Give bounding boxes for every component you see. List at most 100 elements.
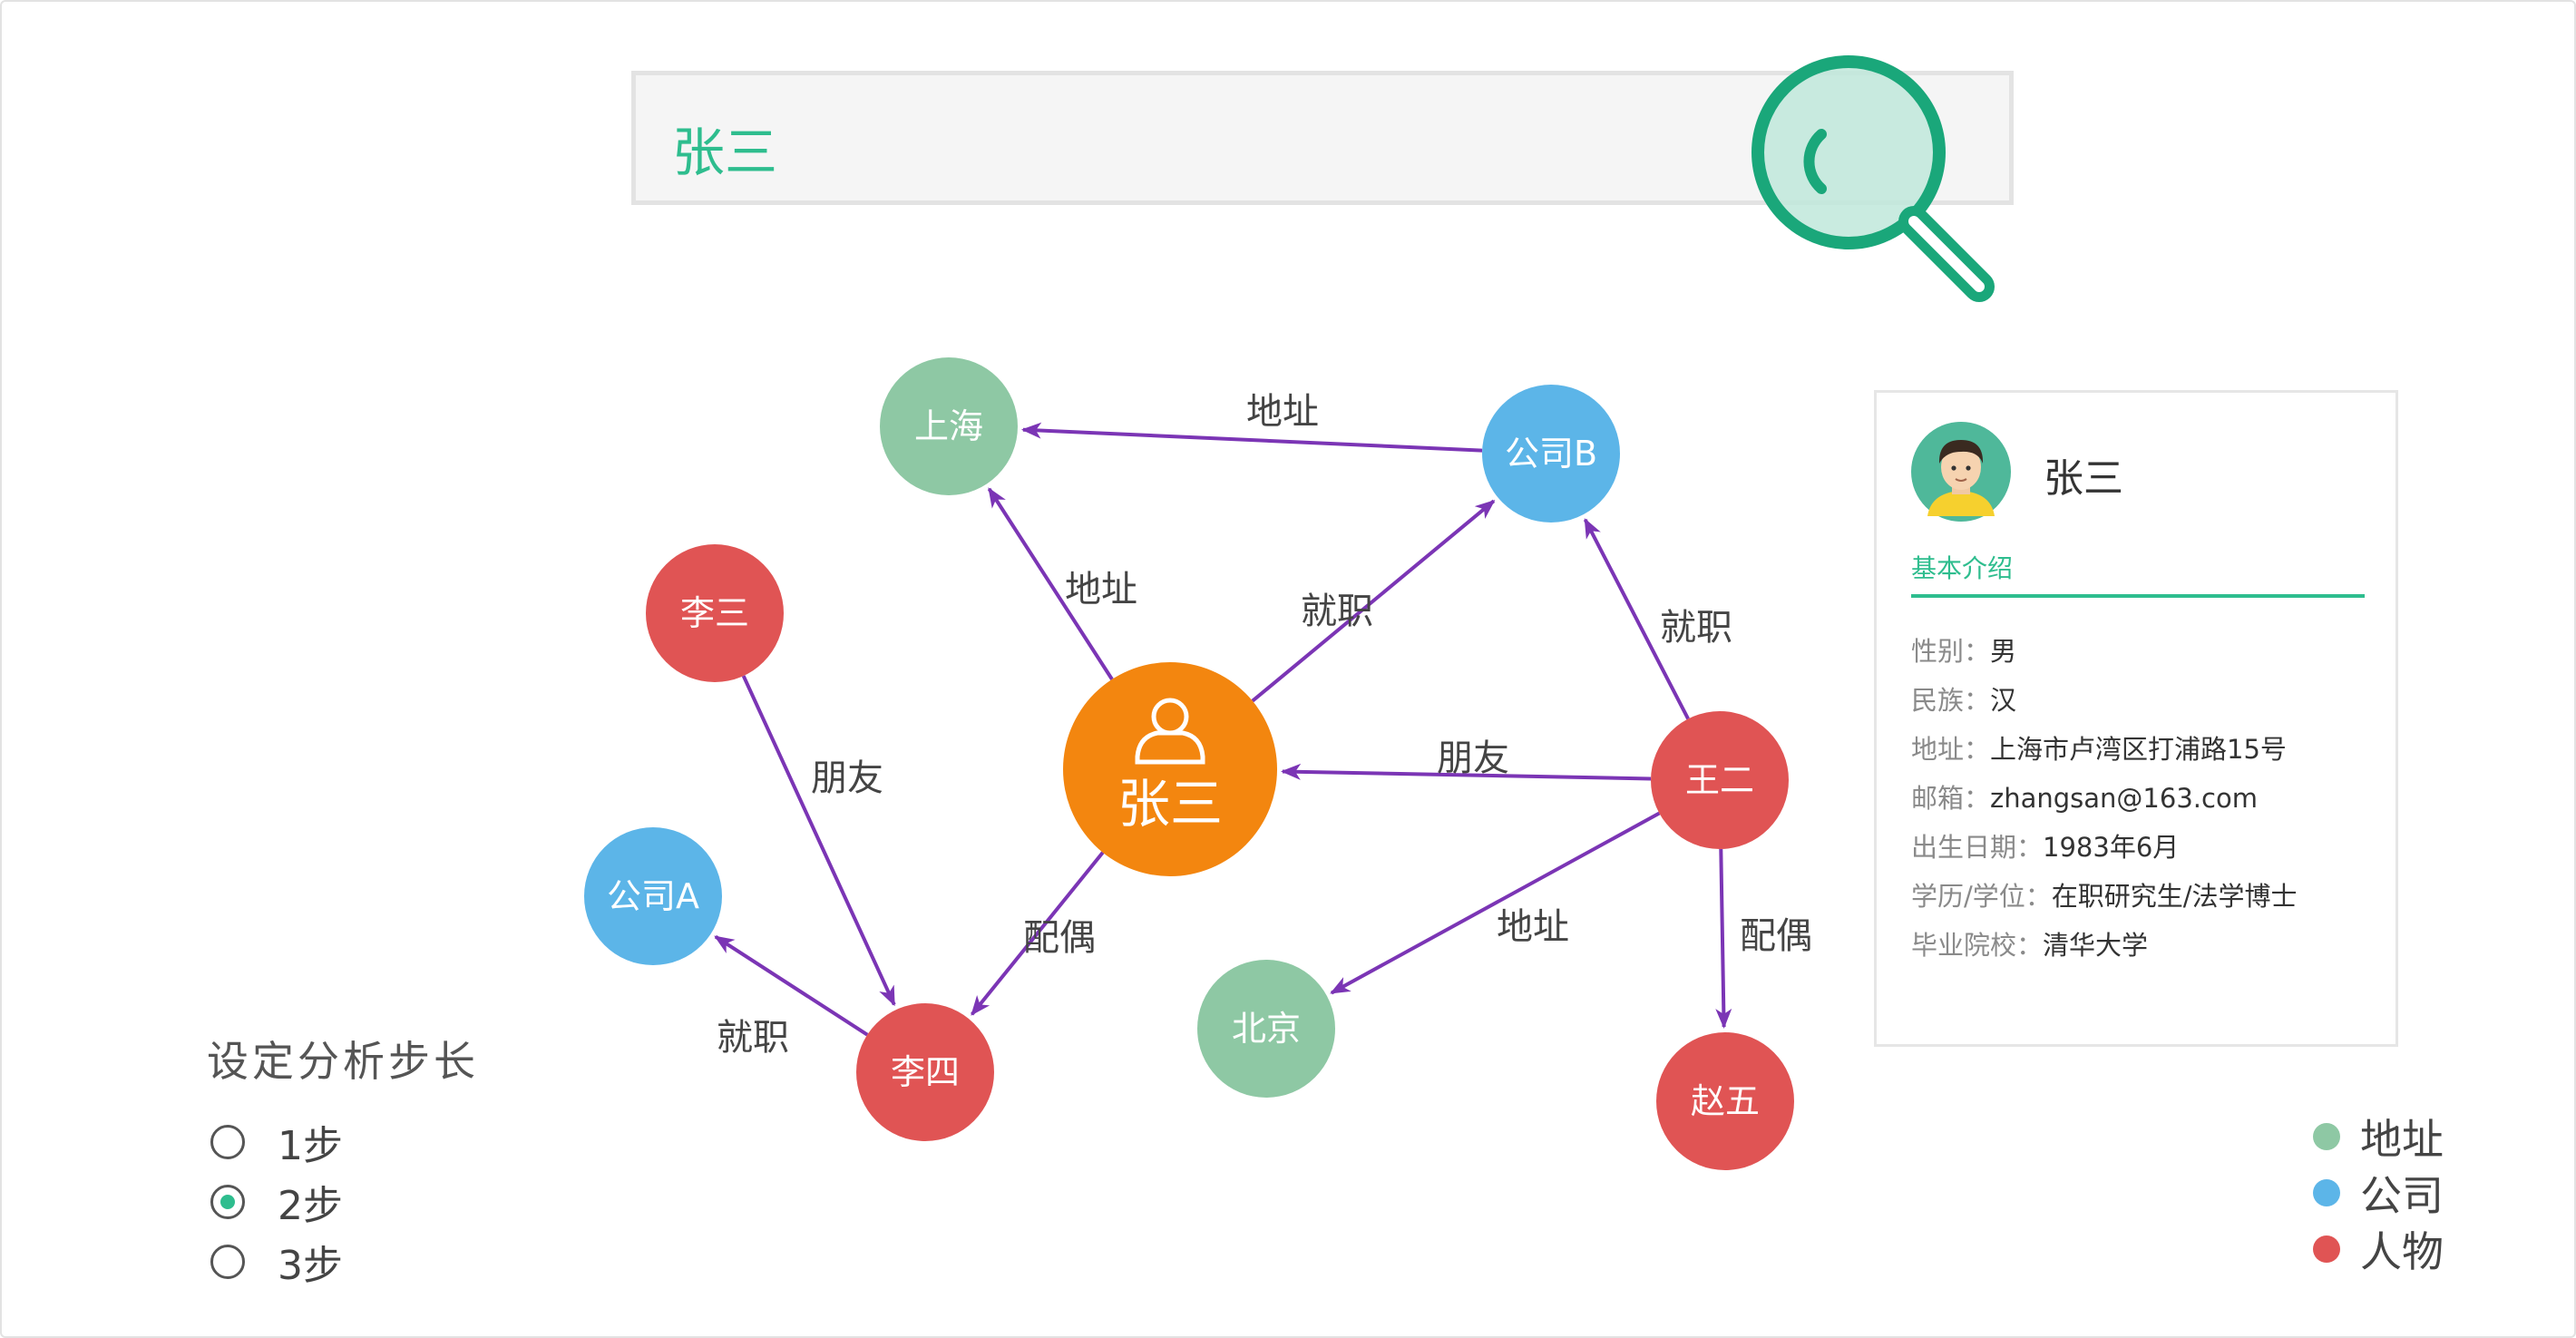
node-label: 上海 <box>914 406 983 446</box>
info-label: 邮箱： <box>1911 783 1991 814</box>
edge-zhangsan-shanghai <box>987 487 1114 680</box>
node-label: 王二 <box>1685 760 1754 800</box>
edge-label: 配偶 <box>1740 915 1812 957</box>
avatar <box>1911 422 2011 522</box>
edge-label: 朋友 <box>1437 737 1509 779</box>
edge-label: 地址 <box>1065 569 1137 610</box>
node-label: 张三 <box>1117 773 1223 835</box>
legend-label: 地址 <box>2360 1115 2444 1164</box>
profile-name: 张三 <box>2044 455 2123 502</box>
edge-label: 就职 <box>717 1017 789 1059</box>
profile-info-list: 性别：男 民族：汉 地址：上海市卢湾区打浦路15号 邮箱：zhangsan@16… <box>1911 630 2298 973</box>
step-label: 1步 <box>278 1123 343 1169</box>
node-circle[interactable] <box>584 827 722 965</box>
node-shanghai[interactable]: 上海 <box>880 357 1018 495</box>
info-label: 毕业院校： <box>1911 930 2044 961</box>
legend-dot <box>2313 1123 2340 1150</box>
edge-zhangsan-lisi <box>970 851 1105 1016</box>
profile-card: 张三 基本介绍 性别：男 民族：汉 地址：上海市卢湾区打浦路15号 邮箱：zha… <box>1874 390 2398 1047</box>
node-circle[interactable] <box>1197 960 1335 1098</box>
node-circle[interactable] <box>856 1003 994 1141</box>
node-gongsiA[interactable]: 公司A <box>584 827 722 965</box>
info-row-school: 毕业院校：清华大学 <box>1911 924 2298 973</box>
info-value: 上海市卢湾区打浦路15号 <box>1990 734 2287 765</box>
node-label: 李三 <box>680 593 749 633</box>
node-circle[interactable] <box>1482 385 1620 523</box>
edge-zhangsan-gongsiB <box>1251 499 1496 703</box>
info-value: zhangsan@163.com <box>1990 783 2258 814</box>
info-value: 在职研究生/法学博士 <box>2051 881 2298 912</box>
node-wanger[interactable]: 王二 <box>1651 711 1789 849</box>
edge-wanger-beijing <box>1330 811 1661 995</box>
edge-label: 配偶 <box>1023 917 1096 959</box>
info-label: 民族： <box>1911 685 1991 716</box>
info-row-gender: 性别：男 <box>1911 630 2298 679</box>
node-lisan[interactable]: 李三 <box>646 544 784 682</box>
step-option-1[interactable]: 1步 <box>207 1112 479 1172</box>
profile-section-title: 基本介绍 <box>1911 553 2014 583</box>
node-zhaowu[interactable]: 赵五 <box>1656 1032 1794 1170</box>
edge-label: 就职 <box>1301 591 1373 632</box>
legend-item-person: 人物 <box>2313 1221 2444 1277</box>
legend-item-address: 地址 <box>2313 1108 2444 1165</box>
node-lisi[interactable]: 李四 <box>856 1003 994 1141</box>
step-label: 2步 <box>278 1183 343 1229</box>
info-row-education: 学历/学位：在职研究生/法学博士 <box>1911 875 2298 924</box>
info-value: 1983年6月 <box>2043 832 2180 863</box>
info-row-birthdate: 出生日期：1983年6月 <box>1911 826 2298 875</box>
step-option-2[interactable]: 2步 <box>207 1172 479 1232</box>
node-zhangsan[interactable]: 张三 <box>1063 662 1277 876</box>
legend-dot <box>2313 1179 2340 1206</box>
node-circle[interactable] <box>880 357 1018 495</box>
legend: 地址 公司 人物 <box>2313 1108 2444 1277</box>
node-label: 赵五 <box>1691 1081 1760 1121</box>
edge-label: 地址 <box>1246 391 1319 433</box>
info-label: 出生日期： <box>1911 832 2044 863</box>
edge-lisi-gongsiA <box>714 934 869 1037</box>
edge-gongsiB-shanghai <box>1020 422 1483 453</box>
edge-label: 地址 <box>1497 906 1569 948</box>
analysis-step-selector: 设定分析步长 1步 2步 3步 <box>207 1029 479 1292</box>
info-value: 男 <box>1990 636 2017 667</box>
divider <box>1911 594 2365 598</box>
person-icon <box>1135 698 1205 765</box>
node-label: 李四 <box>891 1052 960 1092</box>
node-beijing[interactable]: 北京 <box>1197 960 1335 1098</box>
info-value: 清华大学 <box>2043 930 2149 961</box>
edge-wanger-zhaowu <box>1715 848 1732 1030</box>
edge-lisan-lisi <box>741 675 896 1007</box>
legend-label: 公司 <box>2360 1171 2444 1220</box>
edge-label: 就职 <box>1660 607 1732 649</box>
edge-wanger-gongsiB <box>1583 518 1690 720</box>
info-row-email: 邮箱：zhangsan@163.com <box>1911 777 2298 826</box>
node-label: 北京 <box>1232 1009 1301 1049</box>
node-circle[interactable] <box>1656 1032 1794 1170</box>
step-label: 3步 <box>278 1243 343 1289</box>
node-circle[interactable] <box>646 544 784 682</box>
legend-label: 人物 <box>2360 1227 2444 1276</box>
radio-button[interactable] <box>210 1245 245 1279</box>
info-label: 性别： <box>1911 636 1991 667</box>
info-label: 地址： <box>1911 734 1991 765</box>
node-gongsiB[interactable]: 公司B <box>1482 385 1620 523</box>
legend-dot <box>2313 1235 2340 1263</box>
info-value: 汉 <box>1990 685 2017 716</box>
step-selector-title: 设定分析步长 <box>207 1037 479 1086</box>
step-option-3[interactable]: 3步 <box>207 1232 479 1292</box>
radio-button-selected[interactable] <box>210 1185 245 1219</box>
edge-label: 朋友 <box>811 757 883 799</box>
node-circle[interactable] <box>1651 711 1789 849</box>
node-label: 公司A <box>607 876 699 916</box>
info-label: 学历/学位： <box>1911 881 2052 912</box>
radio-button[interactable] <box>210 1125 245 1159</box>
info-row-ethnicity: 民族：汉 <box>1911 679 2298 728</box>
edge-wanger-zhangsan <box>1280 763 1652 781</box>
search-icon[interactable] <box>1751 53 2014 316</box>
info-row-address: 地址：上海市卢湾区打浦路15号 <box>1911 728 2298 777</box>
node-circle[interactable] <box>1063 662 1277 876</box>
node-label: 公司B <box>1505 434 1597 474</box>
legend-item-company: 公司 <box>2313 1165 2444 1221</box>
search-query-text: 张三 <box>672 122 778 183</box>
